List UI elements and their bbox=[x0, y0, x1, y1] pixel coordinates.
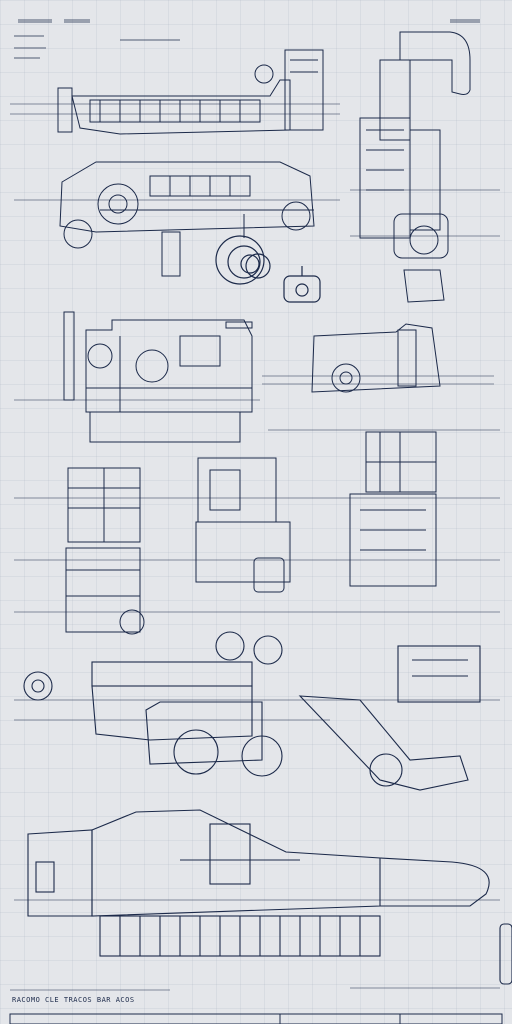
drive-train-elevation bbox=[14, 631, 500, 791]
top-side-elevation bbox=[10, 49, 340, 135]
cab-section-view bbox=[14, 311, 260, 443]
engine-block-detail bbox=[262, 323, 500, 493]
title-block bbox=[9, 987, 503, 1024]
header-annotations bbox=[14, 19, 480, 59]
tower-front-view bbox=[350, 31, 500, 303]
legend-text: RACOMO CLE TRACOS BAR ACOS bbox=[12, 996, 135, 1004]
chassis-side-view bbox=[14, 161, 340, 277]
mid-assembly-view bbox=[14, 457, 500, 635]
gear-hub-detail bbox=[215, 235, 321, 303]
crawler-base-elevation bbox=[14, 809, 512, 985]
